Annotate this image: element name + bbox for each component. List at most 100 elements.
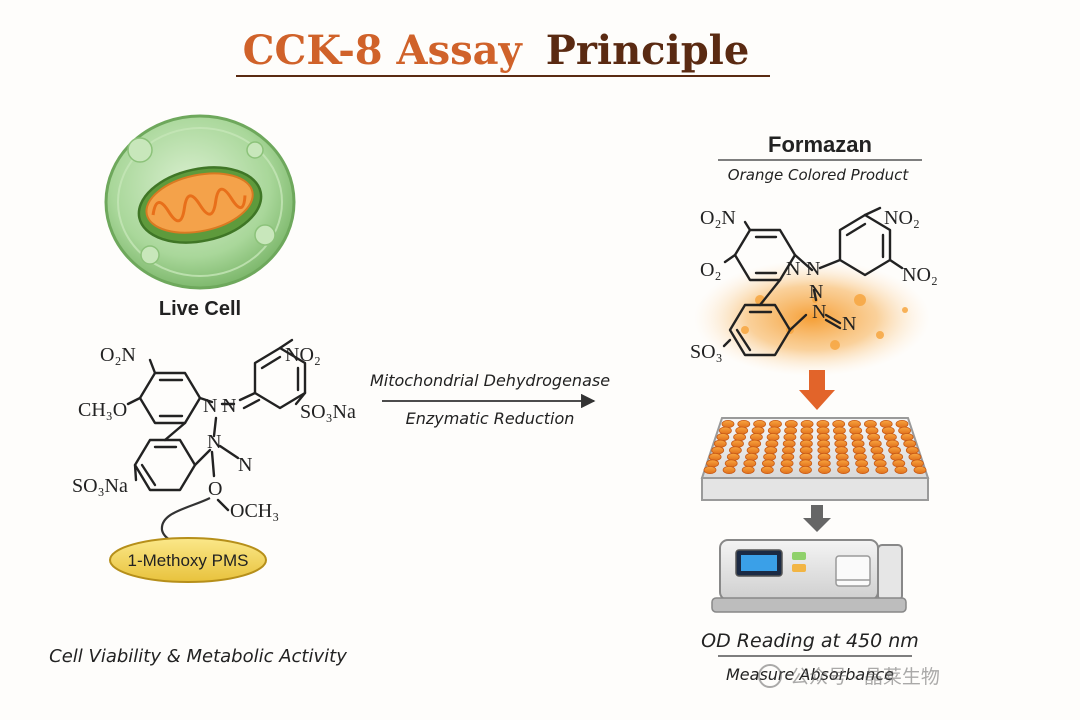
well (764, 446, 778, 455)
well (873, 459, 887, 468)
well (729, 446, 742, 455)
well (782, 446, 795, 455)
vesicle (254, 224, 276, 246)
well (703, 465, 717, 474)
well (817, 446, 831, 455)
reaction-arrow: Mitochondrial Dehydrogenase Enzymatic Re… (370, 371, 610, 428)
well (867, 433, 880, 442)
well (781, 452, 795, 461)
well (900, 433, 914, 442)
well (753, 419, 766, 428)
well (783, 433, 797, 442)
well (763, 452, 776, 461)
well (855, 459, 868, 468)
well (833, 426, 846, 435)
well (782, 439, 796, 448)
well (737, 419, 751, 428)
vesicle (246, 141, 264, 159)
well (892, 459, 906, 468)
od-reading: OD Reading at 450 nm (701, 630, 919, 652)
live-cell-label: Live Cell (159, 298, 241, 320)
well (849, 426, 863, 435)
reader-tray (835, 555, 871, 587)
wst8-so3na-left: SO₃Na (72, 475, 128, 497)
page-title: CCK-8 Assay Principle (236, 27, 770, 77)
well (850, 433, 864, 442)
well (817, 433, 830, 442)
well (726, 452, 740, 461)
well (766, 433, 780, 442)
well (836, 459, 850, 468)
well (903, 439, 917, 448)
well (721, 419, 735, 428)
orange-glow (694, 260, 930, 376)
well (864, 419, 877, 428)
well (711, 446, 725, 455)
wst8-o-link: O (208, 478, 222, 500)
well (868, 439, 882, 448)
well (886, 439, 899, 448)
well (743, 459, 757, 468)
formazan-subtitle: Orange Colored Product (728, 166, 910, 184)
well (898, 426, 911, 435)
well (800, 439, 813, 448)
well (762, 459, 775, 468)
well (719, 426, 732, 435)
well (706, 459, 719, 468)
formazan-so3: SO₃ (690, 341, 723, 363)
well (799, 465, 812, 474)
well (800, 419, 814, 428)
gray-down-arrow (803, 505, 831, 532)
wst8-och3: OCH₃ (230, 500, 279, 522)
well (865, 426, 879, 435)
pms-badge: 1-Methoxy PMS (109, 537, 267, 583)
watermark-text: 公众号 · 晶莱生物 (790, 666, 940, 688)
well (895, 419, 909, 428)
well (911, 459, 924, 468)
svg-text:CCK-8 Assay Principle: CCK-8 Assay Principle (243, 27, 750, 74)
formazan-n2: N (806, 258, 820, 280)
formazan-labels: O₂N O₂ NO₂ NO₂ SO₃ N N N N N (690, 207, 938, 363)
well (851, 439, 865, 448)
well (767, 426, 781, 435)
well (746, 446, 760, 455)
well (750, 433, 763, 442)
well (832, 419, 846, 428)
well (884, 433, 897, 442)
well (854, 452, 867, 461)
well (784, 419, 798, 428)
viability-caption: Cell Viability & Metabolic Activity (49, 646, 347, 667)
well (856, 465, 870, 474)
well (765, 439, 779, 448)
well (881, 426, 895, 435)
well (713, 439, 727, 448)
well (872, 452, 885, 461)
well (722, 465, 736, 474)
vesicle (127, 137, 153, 163)
wst8-so3na-right: SO₃Na (300, 401, 356, 423)
measure-absorbance: Measure Absorbance (726, 665, 894, 684)
pms-label: 1-Methoxy PMS (128, 551, 249, 570)
well (735, 426, 749, 435)
well (731, 439, 744, 448)
well (905, 446, 919, 455)
well (745, 452, 758, 461)
well (780, 465, 793, 474)
well (817, 459, 831, 468)
well (834, 439, 848, 448)
reaction-type: Enzymatic Reduction (406, 409, 575, 428)
well (751, 426, 765, 435)
wst8-structure (126, 338, 307, 512)
well (816, 419, 830, 428)
live-cell-illustration (104, 114, 296, 290)
wst8-n-eq: N (222, 395, 236, 417)
watermark: 公众号 · 晶莱生物 (758, 664, 940, 688)
vesicle (140, 245, 160, 265)
well (913, 465, 927, 474)
mitochondrion (137, 166, 263, 244)
well (716, 433, 730, 442)
reaction-enzyme: Mitochondrial Dehydrogenase (370, 371, 610, 390)
well (835, 452, 849, 461)
well (879, 419, 893, 428)
